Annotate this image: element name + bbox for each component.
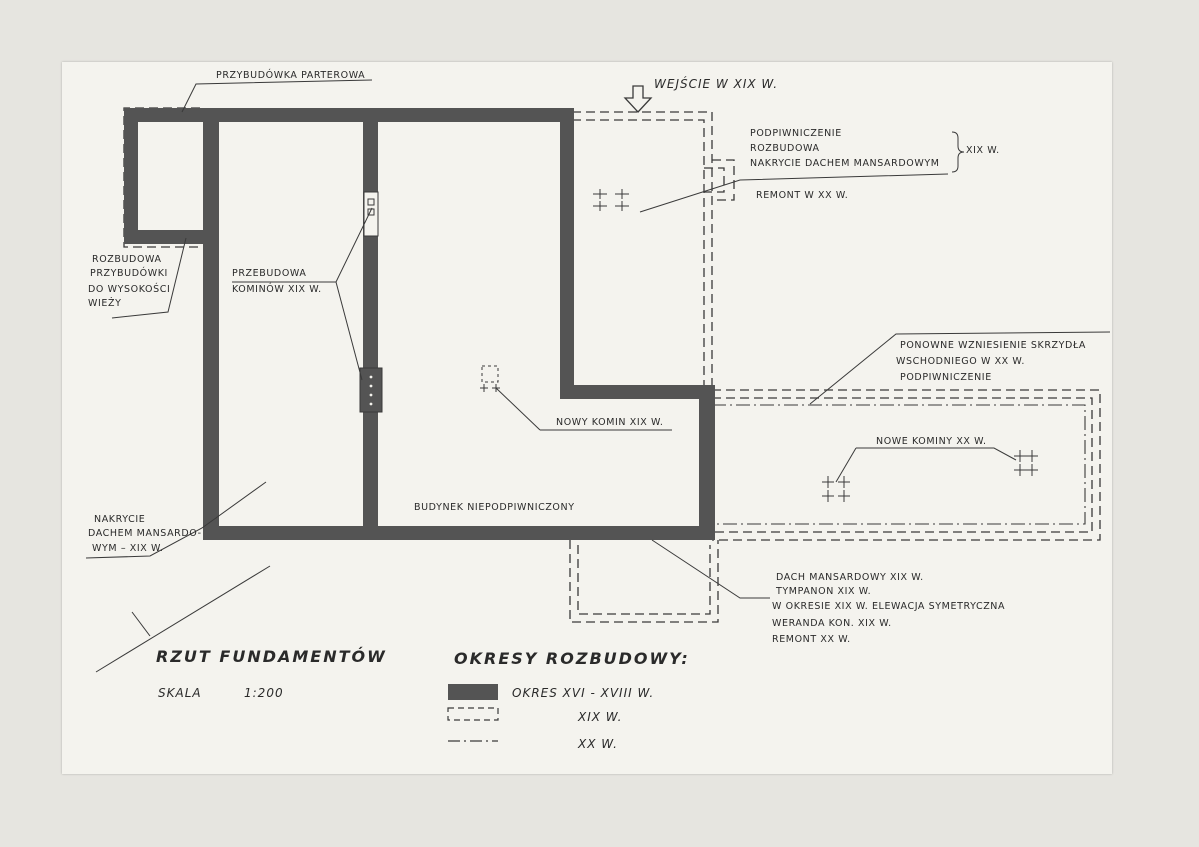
leader-przybudowka xyxy=(181,79,373,113)
wall-east-lower xyxy=(699,385,715,540)
label-dach-2: TYMPANON XIX W. xyxy=(775,586,871,597)
leader-nowy-komin xyxy=(495,387,541,431)
label-ponowne-2: WSCHODNIEGO W XX W. xyxy=(896,356,1025,367)
label-rozbudowa-1: ROZBUDOWA xyxy=(92,254,162,265)
xix-stair-bump xyxy=(712,159,735,201)
label-podpiwniczenie-3: NAKRYCIE DACHEM MANSARDOWYM xyxy=(750,158,940,169)
legend-heading: OKRESY ROZBUDOWY: xyxy=(454,649,690,668)
label-ponowne-1: PONOWNE WZNIESIENIE SKRZYDŁA xyxy=(900,340,1086,351)
wall-west xyxy=(203,108,219,540)
label-dach-1: DACH MANSARDOWY XIX W. xyxy=(776,572,924,583)
chimney-symbols xyxy=(480,189,1038,502)
label-nowe-kominy: NOWE KOMINY XX W. xyxy=(876,436,987,447)
label-nakrycie-2: DACHEM MANSARDO- xyxy=(88,528,202,539)
label-przebudowa-2: KOMINÓW XIX W. xyxy=(232,283,322,295)
label-rozbudowa-2: PRZYBUDÓWKI xyxy=(90,267,168,279)
chimney-flue xyxy=(369,402,373,406)
remont-chimney-crosses xyxy=(593,189,629,211)
xx-east-wing-outline xyxy=(712,404,1086,525)
wall-annex-south xyxy=(124,230,210,244)
label-remont-xx: REMONT W XX W. xyxy=(756,190,848,201)
xx-century-outlines xyxy=(712,404,1086,525)
xix-east-wing-inner xyxy=(712,397,1093,533)
label-przebudowa-1: PRZEBUDOWA xyxy=(232,268,306,279)
brace-icon xyxy=(951,131,965,173)
xix-stair-bump-inner xyxy=(704,167,725,193)
label-xix-brace: XIX W. xyxy=(966,145,1000,156)
chimney-flue xyxy=(369,384,373,388)
leader-title-tick xyxy=(131,611,151,637)
leader-podpiwniczenie xyxy=(639,173,949,213)
chimneys-middle-wall xyxy=(359,191,383,413)
title-rzut-fundamentow: RZUT FUNDAMENTÓW xyxy=(156,647,387,666)
legend-label-dashed: XIX W. xyxy=(577,710,623,724)
wall-middle xyxy=(363,108,378,538)
legend-swatch-solid xyxy=(448,684,498,700)
label-rozbudowa-4: WIEŻY xyxy=(88,298,122,309)
label-rozbudowa-3: DO WYSOKOŚCI xyxy=(88,283,170,295)
chimney-flue xyxy=(369,375,373,379)
xix-east-extension-inner xyxy=(572,119,705,385)
leader-nowe-kominy-b xyxy=(835,447,857,483)
label-ponowne-3: PODPIWNICZENIE xyxy=(900,372,992,383)
chimney-flue xyxy=(367,198,375,206)
label-dach-5: REMONT XX W. xyxy=(772,634,851,645)
label-dach-3: W OKRESIE XIX W. ELEWACJA SYMETRYCZNA xyxy=(772,601,1005,612)
wall-south xyxy=(203,526,715,540)
xix-veranda-outer xyxy=(569,540,719,623)
new-chimneys-xx-b xyxy=(1014,450,1038,476)
chimney-flue xyxy=(369,393,373,397)
scale-value: 1:200 xyxy=(244,686,284,700)
new-chimney-xix-cross xyxy=(480,384,500,392)
leader-rozbudowa-przybudowki xyxy=(111,237,187,319)
wall-north xyxy=(124,108,574,122)
label-podpiwniczenie-1: PODPIWNICZENIE xyxy=(750,128,842,139)
leader-nakrycie xyxy=(85,481,267,559)
label-nakrycie-1: NAKRYCIE xyxy=(94,514,145,525)
label-dach-4: WERANDA KON. XIX W. xyxy=(772,618,892,629)
leader-ponowne xyxy=(809,331,1111,405)
legend-label-solid: OKRES XVI - XVIII W. xyxy=(512,686,654,700)
new-chimneys-xx-a xyxy=(822,476,850,502)
label-wejscie: WEJŚCIE W XIX W. xyxy=(654,76,778,91)
xix-east-extension-outer xyxy=(572,111,713,390)
xix-veranda-inner xyxy=(577,545,711,615)
leader-nowe-kominy xyxy=(856,447,1017,461)
label-nowy-komin: NOWY KOMIN XIX W. xyxy=(556,417,663,428)
leader-dach-mansardowy xyxy=(651,539,770,599)
xix-east-wing-outer xyxy=(712,389,1101,541)
wall-annex-west xyxy=(124,108,138,244)
wall-east-upper xyxy=(560,108,574,394)
label-podpiwniczenie-2: ROZBUDOWA xyxy=(750,143,820,154)
legend-label-dashdot: XX W. xyxy=(577,737,618,751)
xvi-xviii-walls xyxy=(124,108,715,540)
leader-komin-lower xyxy=(335,281,363,381)
leader-title xyxy=(95,565,271,673)
drawing-sheet xyxy=(62,62,1112,774)
label-nakrycie-3: WYM – XIX W. xyxy=(92,543,164,554)
leader-lines xyxy=(85,79,1111,673)
new-chimney-xix-symbol xyxy=(481,365,499,383)
entrance-arrow-icon xyxy=(623,85,653,113)
legend-swatch-dashed xyxy=(447,707,499,721)
wall-step xyxy=(560,385,715,399)
chimney-lower xyxy=(359,367,383,413)
scale-label: SKALA xyxy=(158,686,202,700)
label-przybudowka-parterowa: PRZYBUDÓWKA PARTEROWA xyxy=(216,69,365,81)
label-budynek: BUDYNEK NIEPODPIWNICZONY xyxy=(414,502,575,513)
